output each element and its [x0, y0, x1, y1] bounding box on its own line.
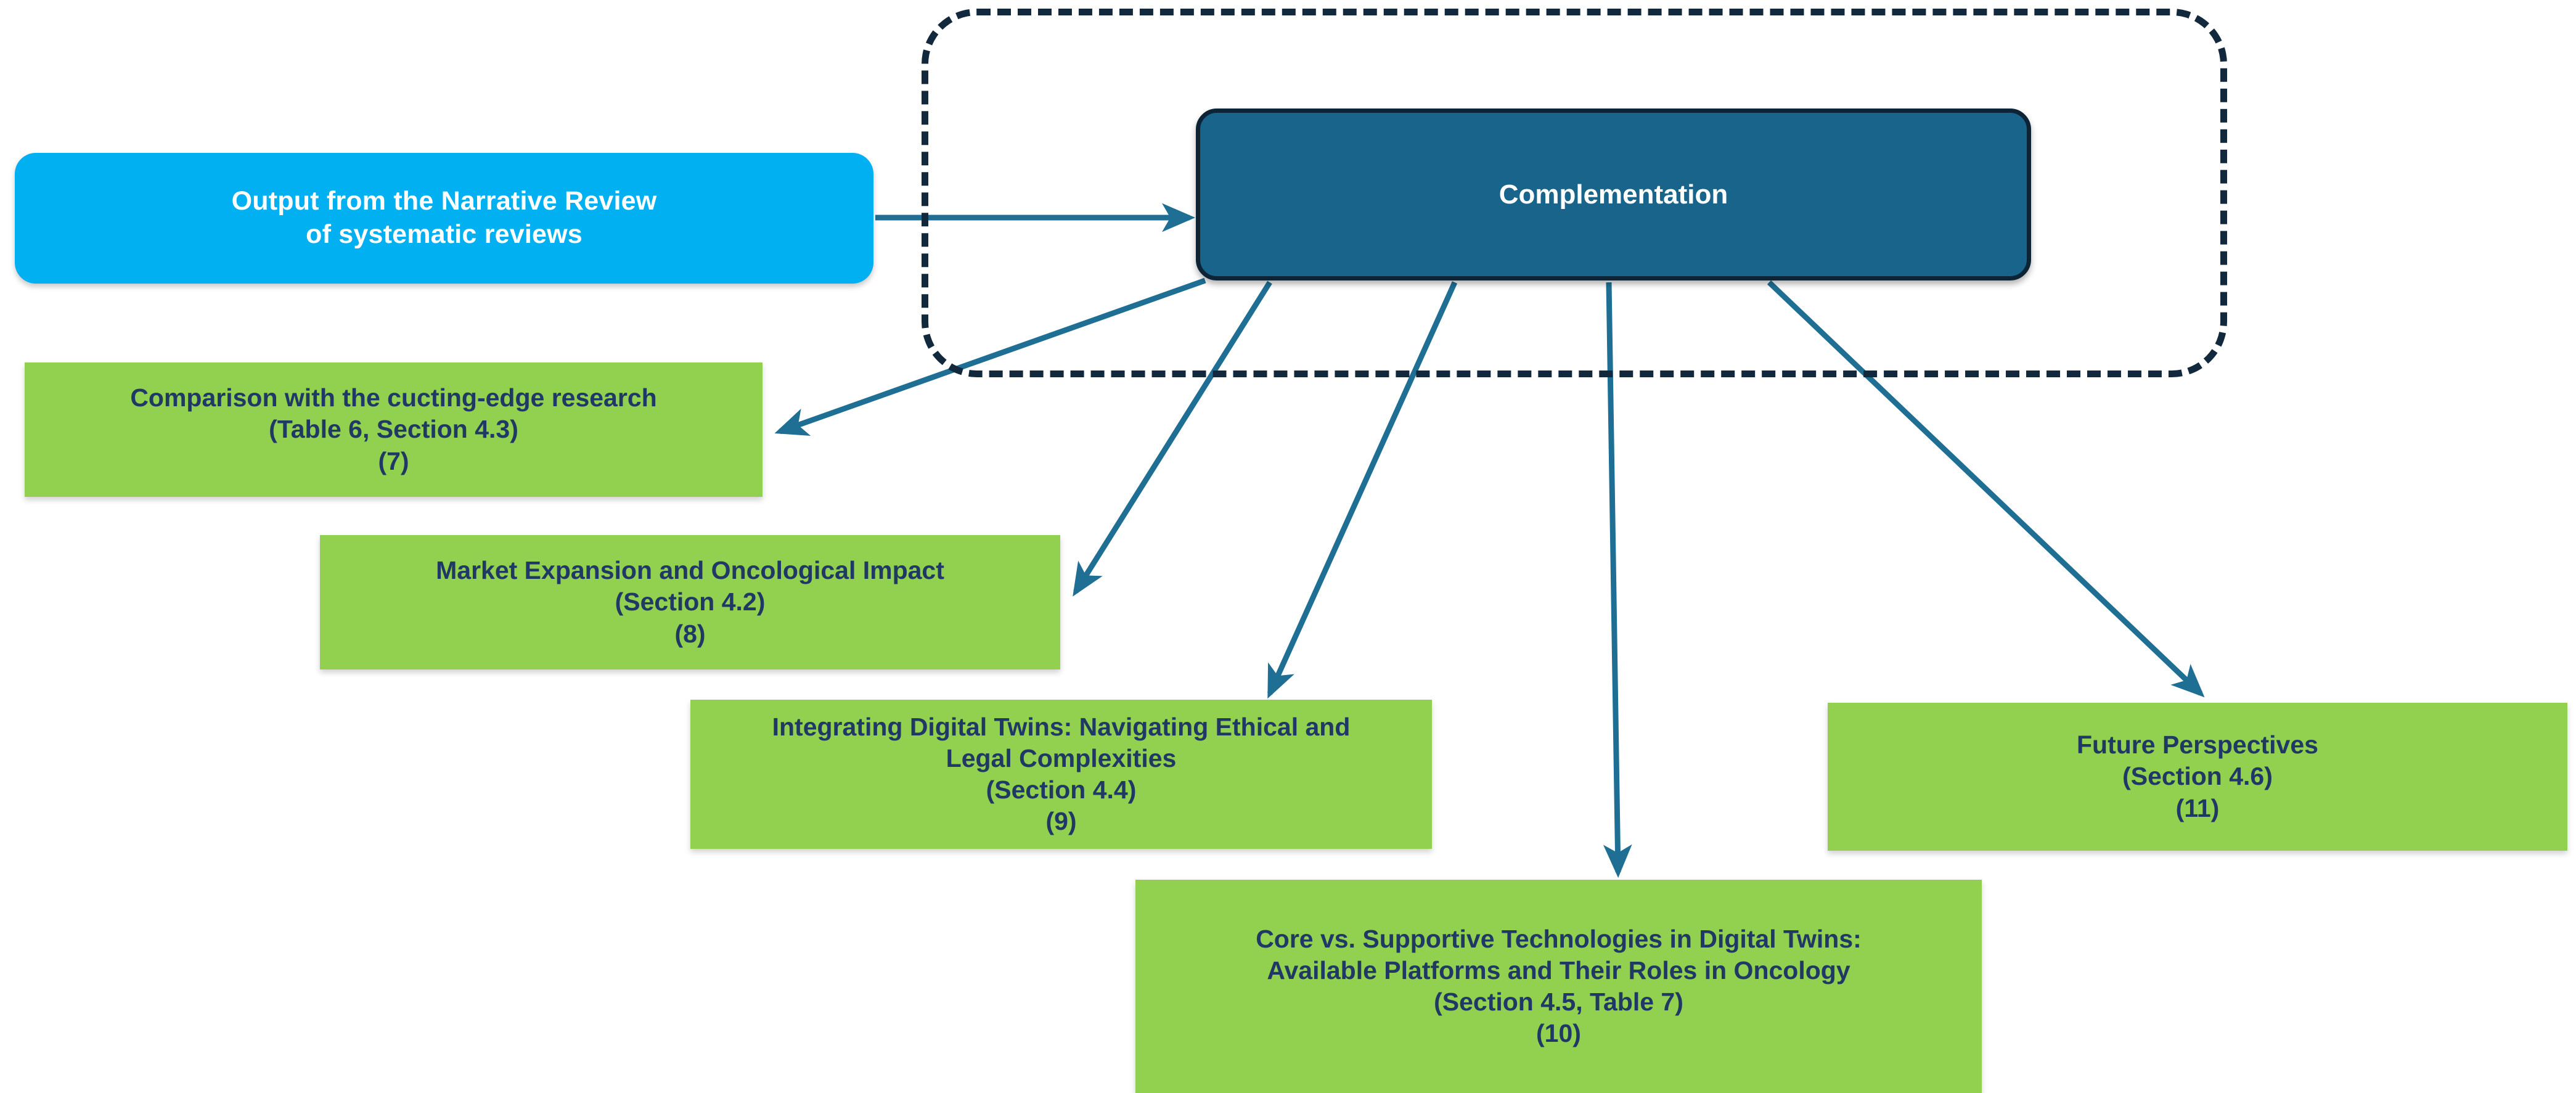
- node-core-vs-supportive-technologies[interactable]: Core vs. Supportive Technologies in Digi…: [1135, 880, 1982, 1093]
- node-output-narrative-review[interactable]: Output from the Narrative Review of syst…: [15, 153, 873, 284]
- node-ethical-legal-complexities[interactable]: Integrating Digital Twins: Navigating Et…: [690, 700, 1432, 849]
- node-output-narrative-review-label: Output from the Narrative Review of syst…: [231, 186, 657, 249]
- node-ethical-legal-complexities-label: Integrating Digital Twins: Navigating Et…: [772, 712, 1351, 836]
- node-comparison-cutting-edge-label: Comparison with the cucting-edge researc…: [130, 383, 657, 475]
- complementation-boundary-region: [922, 9, 2227, 377]
- node-future-perspectives[interactable]: Future Perspectives (Section 4.6) (11): [1828, 703, 2567, 851]
- node-future-perspectives-label: Future Perspectives (Section 4.6) (11): [2077, 731, 2318, 822]
- node-market-expansion[interactable]: Market Expansion and Oncological Impact …: [320, 535, 1060, 669]
- node-comparison-cutting-edge[interactable]: Comparison with the cucting-edge researc…: [25, 362, 763, 497]
- node-core-vs-supportive-technologies-label: Core vs. Supportive Technologies in Digi…: [1256, 924, 1862, 1048]
- node-complementation[interactable]: Complementation: [1196, 108, 2031, 280]
- node-complementation-label: Complementation: [1499, 179, 1728, 210]
- node-market-expansion-label: Market Expansion and Oncological Impact …: [436, 556, 944, 648]
